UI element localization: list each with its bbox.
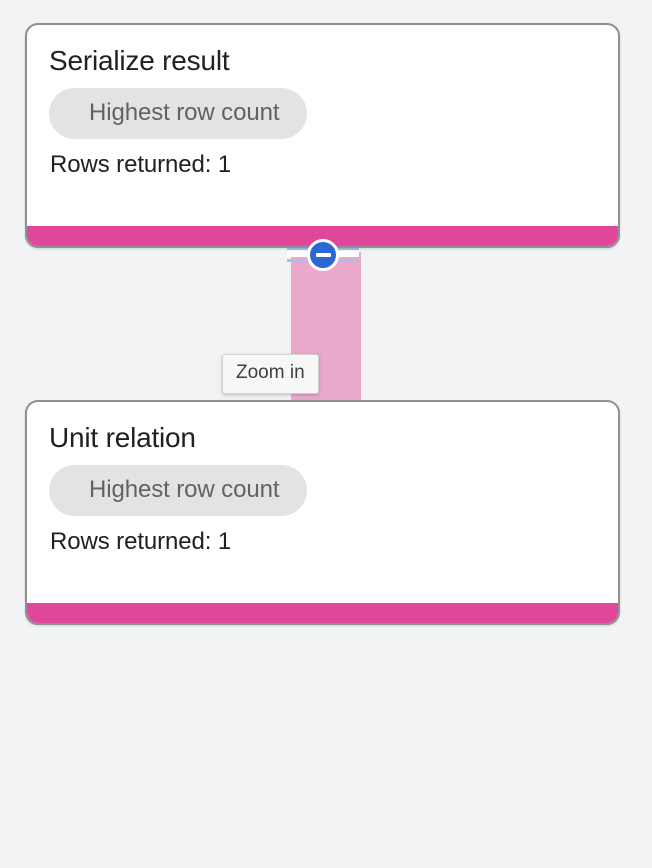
node-footer-accent-bar — [27, 603, 618, 623]
minus-circle-icon[interactable] — [307, 239, 339, 271]
graph-node-card[interactable]: Unit relation Highest row count Rows ret… — [25, 400, 620, 625]
node-title: Unit relation — [49, 422, 196, 453]
node-badge: Highest row count — [49, 465, 308, 517]
graph-node-card[interactable]: Serialize result Highest row count Rows … — [25, 23, 620, 248]
minus-glyph — [315, 253, 331, 257]
node-badge: Highest row count — [49, 88, 308, 140]
node-card-body: Serialize result Highest row count Rows … — [27, 25, 618, 226]
node-title: Serialize result — [49, 45, 230, 76]
node-footer-accent-bar — [27, 226, 618, 246]
node-rows-returned: Rows returned: 1 — [50, 151, 232, 179]
node-card-body: Unit relation Highest row count Rows ret… — [27, 402, 618, 603]
node-rows-returned: Rows returned: 1 — [50, 528, 232, 556]
zoom-in-tooltip: Zoom in — [222, 354, 319, 394]
